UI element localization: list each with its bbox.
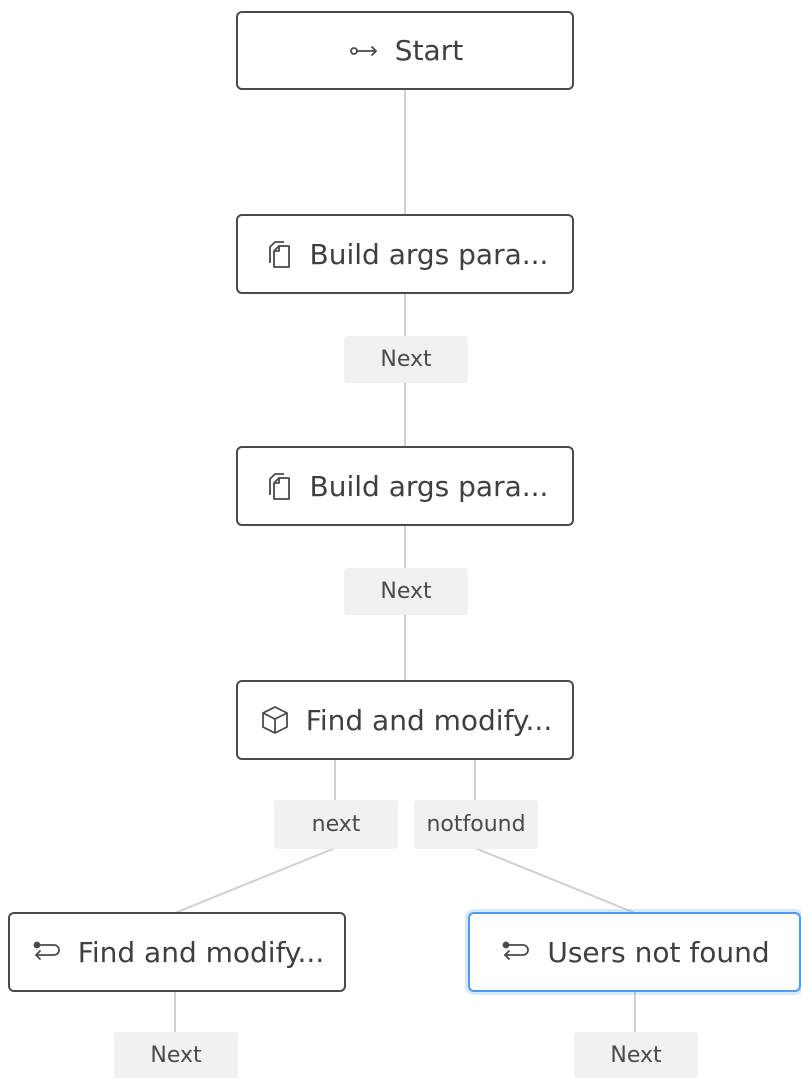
cube-icon [258,703,292,737]
node-users-not-found[interactable]: Users not found [468,912,801,992]
edge-label-next: Next [114,1032,238,1078]
edge-label-next: Next [574,1032,698,1078]
node-label: Find and modify... [305,703,553,737]
node-label: Start [394,34,464,67]
node-label: Build args para... [309,237,549,271]
node-build-args-1[interactable]: Build args para... [236,214,574,294]
edge-next-label-to-left-node [174,847,336,914]
copy-document-icon [262,469,296,503]
node-find-and-modify[interactable]: Find and modify... [236,680,574,760]
edge-label-next: Next [344,336,468,383]
return-arrow-icon [499,935,533,969]
copy-document-icon [262,237,296,271]
edge-label-next: Next [344,568,468,615]
node-find-and-modify-return[interactable]: Find and modify... [8,912,346,992]
node-label: Users not found [547,935,770,969]
node-label: Build args para... [309,469,549,503]
return-arrow-icon [30,935,64,969]
edge-notfound-label-to-right-node [474,847,636,914]
node-label: Find and modify... [77,935,325,969]
edge-label-next: next [274,800,398,849]
node-build-args-2[interactable]: Build args para... [236,446,574,526]
arrow-connector-icon [347,34,381,68]
edge-label-notfound: notfound [414,800,538,849]
node-start[interactable]: Start [236,11,574,90]
